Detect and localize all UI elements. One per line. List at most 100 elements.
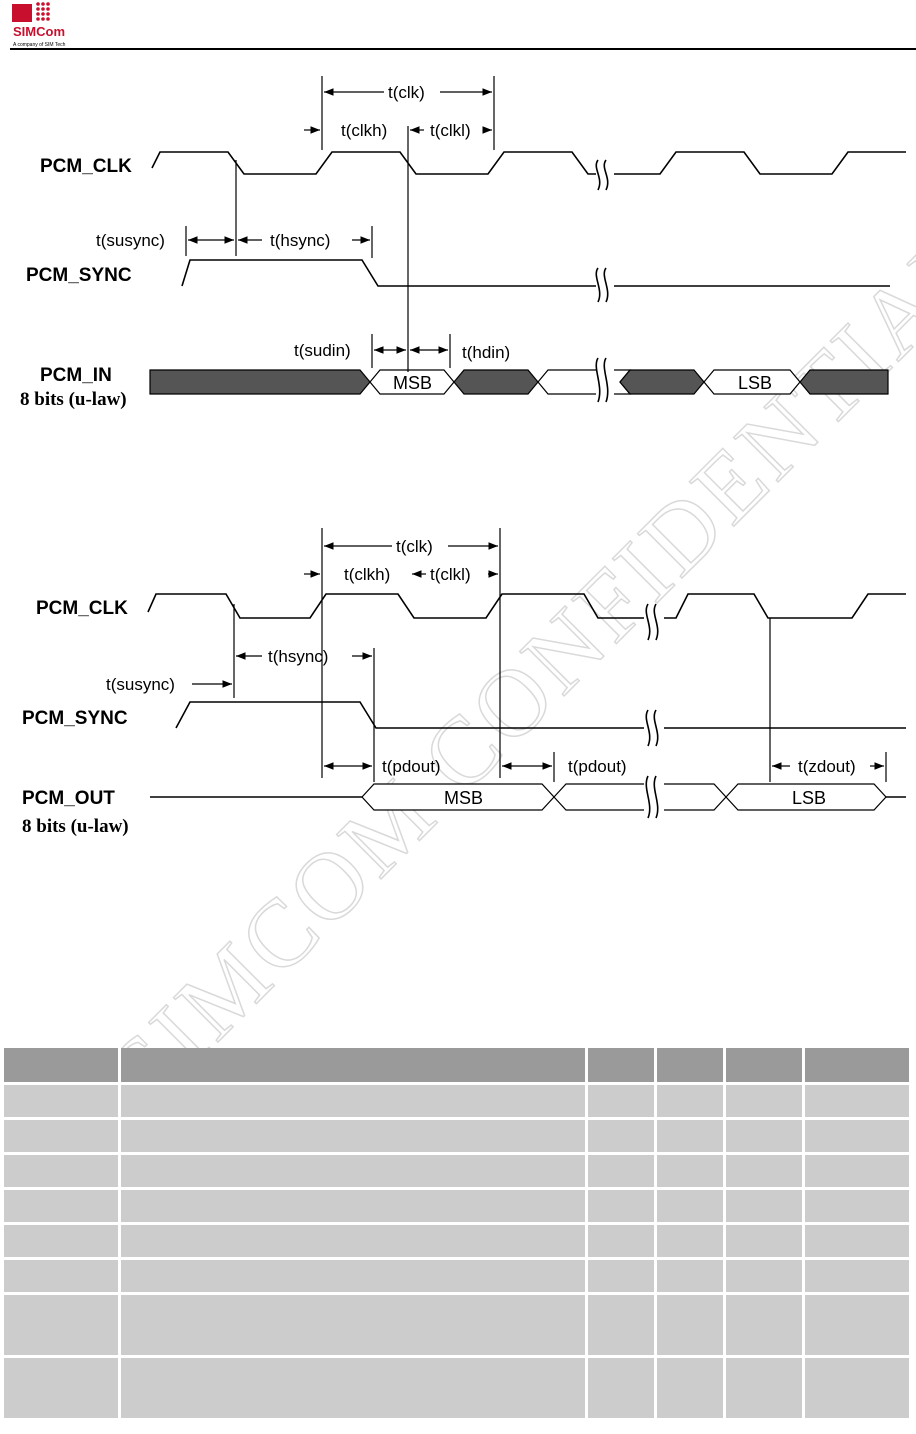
table-row: [4, 1295, 912, 1358]
table-cell: [588, 1358, 657, 1421]
table-cell: [121, 1358, 588, 1421]
table-cell: [4, 1120, 121, 1155]
timing-hdin: t(hdin): [462, 343, 510, 362]
table-cell: [121, 1260, 588, 1295]
simcom-logo: SIMCom A company of SIM Tech: [12, 2, 70, 48]
table-cell: [588, 1085, 657, 1120]
label-pcm-clk: PCM_CLK: [40, 156, 132, 177]
page-header: SIMCom A company of SIM Tech: [0, 0, 916, 52]
table-cell: [657, 1225, 726, 1260]
timing-sudin: t(sudin): [294, 341, 351, 360]
timing-diagrams: PCM_CLK PCM_SYNC PCM_IN 8 bits (u-law) M…: [20, 76, 906, 837]
label-pcm-in: PCM_IN: [40, 365, 112, 386]
table-cell: [657, 1358, 726, 1421]
table-cell: [588, 1190, 657, 1225]
label-pcm-out-format: 8 bits (u-law): [22, 816, 129, 837]
break-mark: [595, 159, 609, 191]
break-mark: [645, 603, 659, 641]
table-row: [4, 1358, 912, 1421]
pcm-sync-waveform: [181, 259, 890, 287]
timing-clkh: t(clkh): [341, 121, 387, 140]
pcm-out-msb-label: MSB: [444, 788, 483, 808]
table-cell: [121, 1295, 588, 1358]
pcm-clk-waveform-2: [147, 593, 906, 619]
pcm-out-lsb-label: LSB: [792, 788, 826, 808]
table-header-cell: [726, 1048, 805, 1085]
pcm-in-dontcare: [149, 369, 371, 395]
table-cell: [726, 1358, 805, 1421]
table-cell: [657, 1295, 726, 1358]
timing-pdout-2: t(pdout): [568, 757, 627, 776]
pcm-out-diagram: PCM_CLK PCM_SYNC PCM_OUT 8 bits (u-law) …: [22, 528, 906, 837]
table-cell: [726, 1155, 805, 1190]
table-cell: [657, 1085, 726, 1120]
table-cell: [726, 1190, 805, 1225]
table-cell: [657, 1120, 726, 1155]
table-cell: [726, 1295, 805, 1358]
timing-clkl-2: t(clkl): [430, 565, 471, 584]
table-row: [4, 1155, 912, 1190]
table-cell: [588, 1225, 657, 1260]
timing-clk-2: t(clk): [396, 537, 433, 556]
break-mark: [645, 709, 659, 747]
label-pcm-out: PCM_OUT: [22, 788, 115, 809]
table-cell: [588, 1260, 657, 1295]
table-cell: [4, 1225, 121, 1260]
table-cell: [121, 1120, 588, 1155]
table-header-cell: [588, 1048, 657, 1085]
table-cell: [121, 1190, 588, 1225]
break-mark: [645, 775, 659, 819]
label-pcm-sync-2: PCM_SYNC: [22, 708, 128, 729]
timing-hsync-2: t(hsync): [268, 647, 328, 666]
table-cell: [805, 1155, 912, 1190]
logo-text: SIMCom: [13, 24, 65, 39]
table-row: [4, 1120, 912, 1155]
table-cell: [4, 1260, 121, 1295]
table-cell: [4, 1358, 121, 1421]
timing-clk: t(clk): [388, 83, 425, 102]
pcm-sync-waveform-2: [175, 701, 906, 729]
table-header-row: [4, 1048, 912, 1085]
timing-pdout-1: t(pdout): [382, 757, 441, 776]
label-pcm-sync: PCM_SYNC: [26, 265, 132, 286]
table-header-cell: [805, 1048, 912, 1085]
table-cell: [726, 1085, 805, 1120]
table-cell: [588, 1120, 657, 1155]
pcm-in-bit-open: [537, 369, 596, 395]
table-header-cell: [4, 1048, 121, 1085]
table-cell: [805, 1120, 912, 1155]
timing-susync-2: t(susync): [106, 675, 175, 694]
table-row: [4, 1085, 912, 1120]
table-cell: [657, 1190, 726, 1225]
table-cell: [805, 1358, 912, 1421]
table-cell: [121, 1085, 588, 1120]
table-cell: [657, 1155, 726, 1190]
table-cell: [726, 1120, 805, 1155]
table-cell: [121, 1225, 588, 1260]
timing-susync: t(susync): [96, 231, 165, 250]
table-cell: [805, 1190, 912, 1225]
label-pcm-in-format: 8 bits (u-law): [20, 389, 127, 410]
pcm-in-lsb-label: LSB: [738, 373, 772, 393]
pcm-in-bit: [453, 369, 539, 395]
table-cell: [805, 1295, 912, 1358]
table-header-cell: [121, 1048, 588, 1085]
pcm-in-bit: [619, 369, 705, 395]
header-rule: [10, 48, 916, 50]
table-cell: [805, 1260, 912, 1295]
table-cell: [726, 1260, 805, 1295]
break-mark: [595, 267, 609, 303]
table-cell: [4, 1190, 121, 1225]
timing-parameters-table: [4, 1048, 912, 1421]
timing-clkh-2: t(clkh): [344, 565, 390, 584]
table-cell: [588, 1295, 657, 1358]
pcm-in-msb-label: MSB: [393, 373, 432, 393]
break-mark: [595, 357, 609, 403]
table-row: [4, 1190, 912, 1225]
table-cell: [4, 1085, 121, 1120]
table-cell: [805, 1085, 912, 1120]
table-cell: [805, 1225, 912, 1260]
pcm-clk-waveform: [151, 151, 906, 175]
logo-tagline: A company of SIM Tech: [13, 42, 66, 48]
table-header-cell: [657, 1048, 726, 1085]
